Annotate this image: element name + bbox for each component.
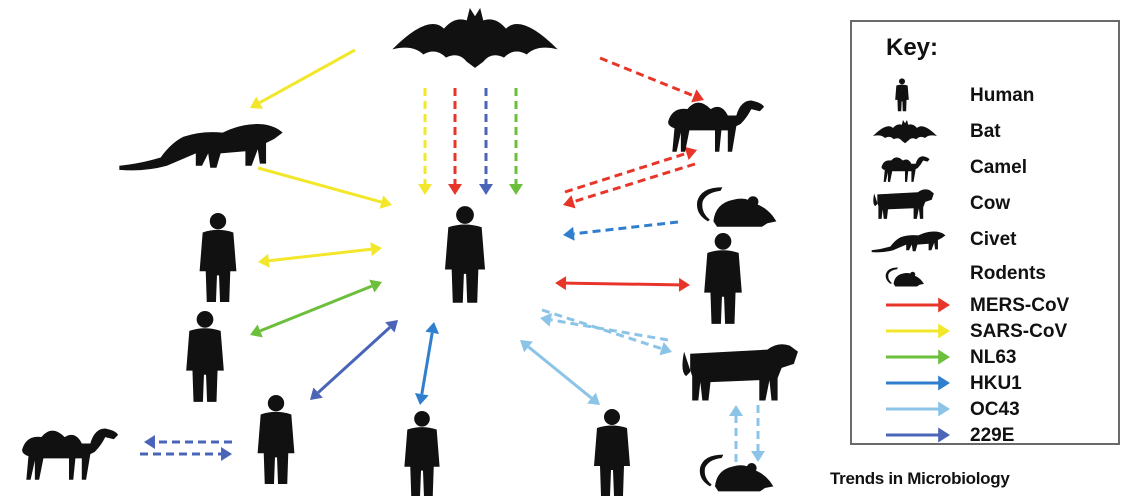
arrow-sars-cov: [258, 242, 382, 267]
human-icon: [704, 233, 742, 324]
bat-icon-glyph: [873, 120, 937, 143]
human-icon: [594, 409, 630, 496]
arrow-229e: [144, 435, 232, 449]
arrow-sars-cov: [258, 168, 392, 209]
key-row-human: Human: [852, 78, 1122, 112]
human-icon: [445, 206, 485, 303]
arrow-mers-cov: [448, 88, 462, 195]
key-label-civet: Civet: [970, 229, 1016, 251]
camel-icon-glyph: [882, 156, 930, 182]
journal-credit: Trends in Microbiology: [830, 469, 1009, 489]
key-row-civet: Civet: [852, 222, 1122, 256]
arrow-oc43: [729, 405, 743, 462]
human-icon: [404, 411, 439, 496]
arrow-nl63: [509, 88, 523, 195]
human-icon-glyph: [895, 78, 909, 111]
key-row-rodents: Rodents: [852, 256, 1122, 290]
civet-icon: [866, 222, 952, 256]
arrow-oc43: [542, 310, 672, 355]
key-title: Key:: [886, 34, 938, 62]
rodent-icon: [697, 187, 776, 227]
human-icon: [258, 395, 295, 484]
cow-icon: [682, 344, 797, 400]
arrow-oc43: [751, 405, 765, 462]
key-label-cow: Cow: [970, 193, 1010, 215]
rodent-icon: [866, 256, 952, 290]
rodent-icon-glyph: [886, 267, 924, 286]
arrow-sars-cov: [418, 88, 432, 195]
arrow-229e: [140, 447, 232, 461]
key-label-rodents: Rodents: [970, 263, 1046, 285]
human-icon: [866, 78, 952, 112]
key-label-human: Human: [970, 85, 1034, 107]
arrow-hku1: [415, 322, 439, 405]
arrow-mers-cov: [555, 276, 690, 292]
arrow-sars-cov: [250, 50, 355, 109]
key-row-cow: Cow: [852, 186, 1122, 220]
civet-icon: [119, 124, 282, 170]
cow-icon-glyph: [873, 189, 934, 219]
human-icon: [186, 311, 224, 402]
key-row-bat: Bat: [852, 114, 1122, 148]
key-row-229e: 229E: [852, 418, 1122, 452]
arrow-229e: [479, 88, 493, 195]
key-label-camel: Camel: [970, 157, 1027, 179]
camel-icon: [668, 101, 764, 152]
arrow-229e: [310, 320, 398, 400]
arrow-oc43: [520, 340, 600, 405]
arrow-hku1: [563, 222, 678, 241]
arrow-nl63: [250, 280, 382, 338]
civet-icon-glyph: [872, 231, 946, 252]
host-silhouettes: [22, 8, 798, 496]
key-row-camel: Camel: [852, 150, 1122, 184]
camel-icon: [22, 429, 118, 480]
key-label-bat: Bat: [970, 121, 1001, 143]
bat-icon: [392, 8, 557, 68]
key-legend: Key: Human Bat Camel Cow Civet Rodents M…: [850, 20, 1120, 445]
arrow-indigo-icon: [866, 418, 952, 452]
bat-icon: [866, 114, 952, 148]
cow-icon: [866, 186, 952, 220]
key-label-229e: 229E: [970, 425, 1014, 447]
camel-icon: [866, 150, 952, 184]
human-icon: [200, 213, 237, 302]
arrow-mers-cov: [600, 58, 704, 102]
